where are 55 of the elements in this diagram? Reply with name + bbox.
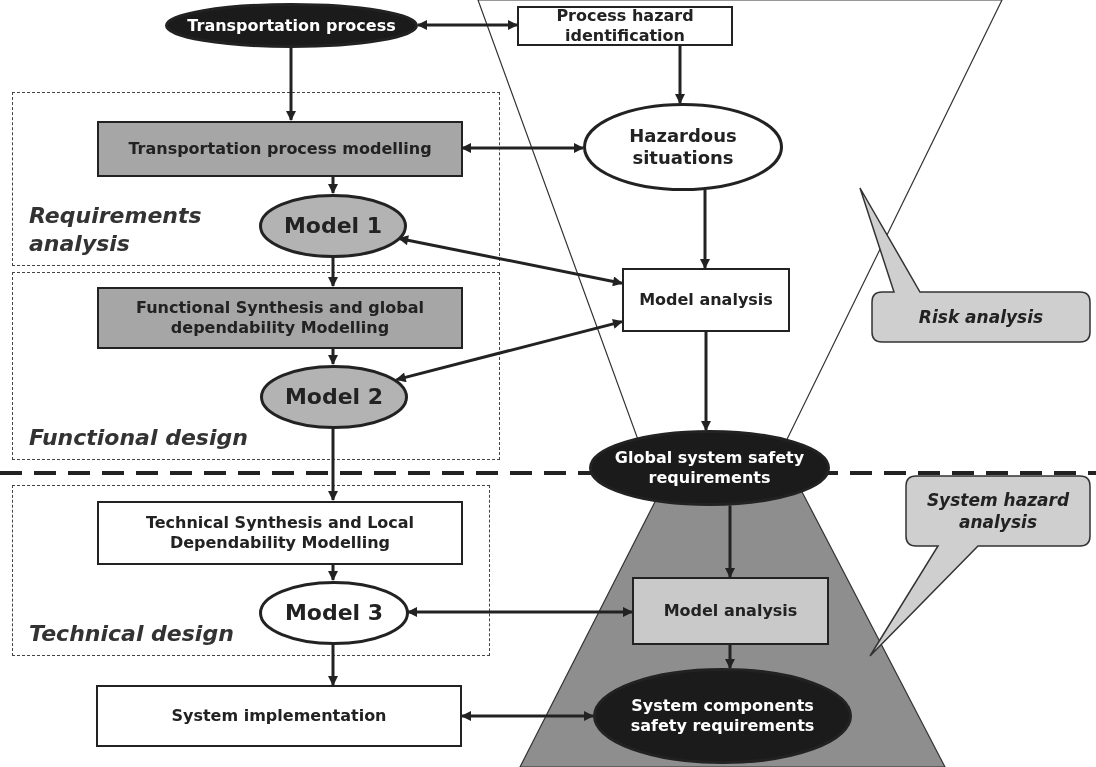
group-box: [12, 485, 490, 656]
process-box: [96, 685, 462, 747]
arrow: [417, 20, 518, 30]
ellipse-node: [589, 430, 830, 506]
arrow: [328, 564, 338, 581]
arrow: [328, 428, 338, 501]
node-label: Model analysis: [662, 601, 799, 621]
node-label: Model 3: [283, 599, 385, 627]
process-box: [97, 501, 463, 565]
callout-bubble: [858, 186, 1092, 344]
process-box: [632, 577, 829, 645]
ellipse-node: [259, 194, 407, 258]
node-label: Process hazard identification: [555, 6, 695, 46]
arrow: [461, 711, 594, 721]
group-box: [12, 92, 500, 266]
group-label: Functional design: [29, 424, 249, 453]
arrow: [328, 176, 338, 194]
callout-text: System hazard analysis: [925, 488, 1071, 534]
node-label: Transportation process: [186, 15, 397, 36]
process-box: [97, 287, 463, 349]
ellipse-node: [593, 668, 852, 764]
arrow: [700, 189, 710, 269]
node-label: System components safety requirements: [629, 696, 816, 736]
arrow: [328, 257, 338, 287]
arrow: [725, 505, 735, 578]
ellipse-node: [583, 103, 783, 191]
node-label: Technical Synthesis and Local Dependability Modelling: [144, 513, 416, 553]
node-label: Model analysis: [638, 290, 774, 310]
arrow: [328, 644, 338, 686]
arrow: [675, 46, 685, 104]
arrow: [701, 332, 711, 431]
node-label: Model 2: [283, 383, 385, 411]
arrow: [328, 348, 338, 365]
node-label: Hazardous situations: [628, 124, 738, 170]
node-label: Model 1: [282, 212, 384, 240]
node-label: Global system safety requirements: [613, 448, 806, 488]
arrow: [725, 645, 735, 670]
node-label: System implementation: [170, 706, 388, 726]
callout-text: Risk analysis: [917, 305, 1045, 329]
group-box: [12, 272, 500, 460]
arrow: [461, 143, 584, 153]
group-label: Requirements analysis: [29, 201, 203, 259]
arrow: [395, 319, 623, 383]
ellipse-node: [260, 365, 408, 429]
process-box: [622, 268, 790, 332]
ellipse-node: [165, 3, 418, 48]
ellipse-node: [259, 581, 409, 645]
process-box: [97, 121, 463, 177]
arrow: [407, 607, 633, 617]
process-box: [517, 6, 733, 46]
group-label: Technical design: [29, 620, 235, 649]
arrow: [398, 235, 623, 287]
node-label: Transportation process modelling: [127, 139, 433, 159]
arrow: [286, 48, 296, 121]
node-label: Functional Synthesis and global dependability Modelling: [135, 298, 425, 338]
